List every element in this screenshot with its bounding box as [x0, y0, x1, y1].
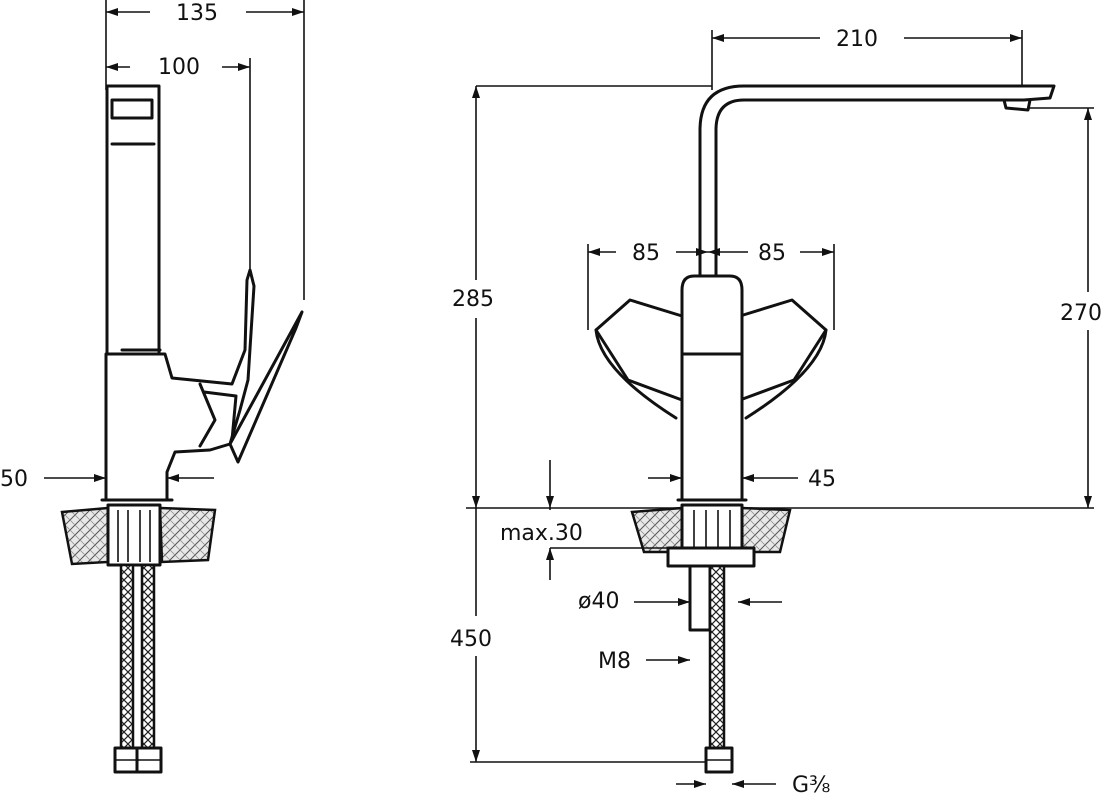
- dim-overall-height: 285: [452, 287, 494, 312]
- dim-stud-thread: M8: [598, 649, 631, 674]
- dim-side-width-lever: 100: [158, 55, 200, 80]
- dim-body-diameter: 45: [808, 467, 836, 492]
- side-view: 135 100 50: [0, 0, 305, 774]
- front-stud: [688, 564, 712, 632]
- dim-spout-reach: 210: [836, 27, 878, 52]
- dim-side-width-overall: 135: [176, 1, 218, 26]
- front-spout: [698, 84, 1056, 358]
- front-view: 210 85 85 285 270 45 max.30: [450, 27, 1102, 798]
- front-deck-section: [630, 506, 684, 554]
- dim-spout-outlet-height: 270: [1060, 301, 1102, 326]
- side-lever-handle: [228, 310, 304, 464]
- front-body: [680, 274, 744, 502]
- dim-hole-diameter: ø40: [578, 589, 619, 614]
- dim-hose-length: 450: [450, 627, 492, 652]
- side-hose-right: [140, 563, 156, 752]
- dim-hose-connection: G⅜: [792, 773, 830, 798]
- dim-side-base-width: 50: [0, 467, 28, 492]
- side-hose-left: [119, 563, 135, 752]
- dim-lever-swing-left: 85: [632, 241, 660, 266]
- side-spout-column: [105, 84, 161, 356]
- front-lever-left: [594, 298, 684, 402]
- side-deck-section: [60, 506, 110, 566]
- dim-lever-swing-right: 85: [758, 241, 786, 266]
- front-lever-right: [738, 298, 828, 402]
- side-body: [104, 268, 256, 502]
- dim-max-deck-thickness: max.30: [500, 521, 583, 546]
- front-hose: [708, 564, 726, 752]
